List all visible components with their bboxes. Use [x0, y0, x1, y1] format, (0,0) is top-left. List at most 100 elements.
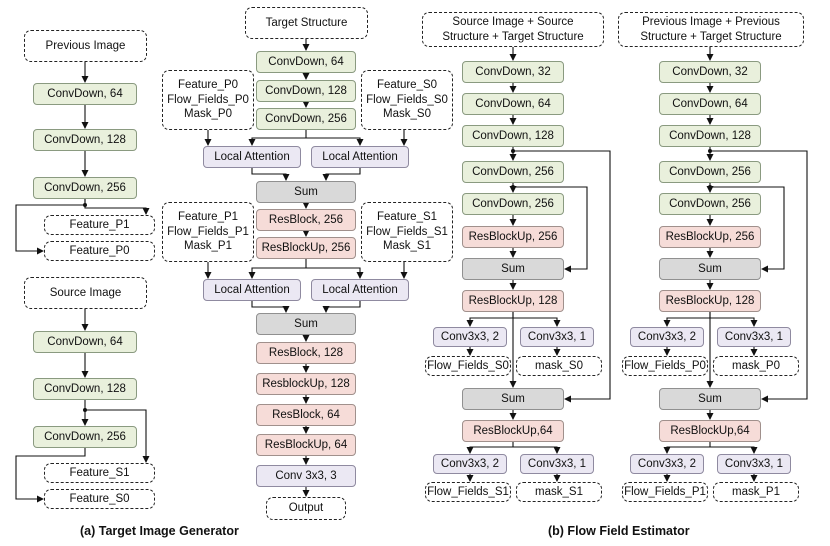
src-net-mask-s1: mask_S1	[516, 482, 602, 502]
prev-net-resblockup-256: ResBlockUp, 256	[659, 226, 761, 248]
resblockup-128: ResblockUp, 128	[256, 373, 356, 395]
prev-net-arrow-to-flow1	[663, 312, 711, 327]
previous-image-input: Previous Image	[24, 30, 147, 62]
sum-2: Sum	[256, 313, 356, 335]
arrow-attn2-l-sum	[251, 301, 290, 313]
prev-net-mask-p1: mask_P1	[713, 482, 799, 502]
prev-net-arrow-to-mask1	[710, 317, 758, 327]
prev-convdown-64: ConvDown, 64	[33, 83, 137, 105]
feature-p1-label: Feature_P1	[177, 210, 239, 223]
src-net-arrow-to-flow2	[466, 442, 514, 454]
inputs-p1-group: Feature_P1 Flow_Fields_P1 Mask_P1	[162, 202, 254, 262]
feature-s1-label: Feature_S1	[376, 210, 438, 223]
prev-net-sum-2: Sum	[659, 388, 761, 410]
local-attention-2-right: Local Attention	[311, 279, 409, 301]
src-convdown-128: ConvDown, 128	[33, 378, 137, 400]
previous-net-input: Previous Image + Previous Structure + Ta…	[618, 12, 804, 47]
src-net-convdown-64: ConvDown, 64	[462, 93, 564, 115]
resblockup-64: ResBlockUp, 64	[256, 434, 356, 456]
src-net-convdown-256a: ConvDown, 256	[462, 161, 564, 183]
arrow-attn2-r-sum	[322, 301, 361, 313]
prev-convdown-256: ConvDown, 256	[33, 177, 137, 199]
prev-net-convdown-256a: ConvDown, 256	[659, 161, 761, 183]
prev-net-convdown-32: ConvDown, 32	[659, 61, 761, 83]
src-net-arrow-to-mask2	[513, 446, 561, 454]
prev-net-mask-p0: mask_P0	[713, 356, 799, 376]
estimator-caption: (b) Flow Field Estimator	[548, 524, 690, 538]
src-net-sum-2: Sum	[462, 388, 564, 410]
prev-net-flow-fields-p1: Flow_Fields_P1	[622, 482, 708, 502]
src-convdown-256: ConvDown, 256	[33, 426, 137, 448]
arrow-src-s1	[85, 409, 150, 463]
feature-s0-label: Feature_S0	[376, 78, 438, 91]
prev-net-skip-256	[710, 186, 785, 273]
src-net-skip-256	[513, 186, 588, 273]
flow-fields-p0-label: Flow_Fields_P0	[167, 93, 249, 106]
src-net-flow-conv-2: Conv3x3, 2	[433, 454, 507, 474]
mask-p0-label: Mask_P0	[184, 108, 232, 121]
inputs-s0-group: Feature_S0 Flow_Fields_S0 Mask_S0	[361, 70, 453, 130]
junction-prev	[83, 203, 87, 207]
main-convdown-256: ConvDown, 256	[256, 108, 356, 130]
src-net-sum-1: Sum	[462, 258, 564, 280]
prev-net-arrow-to-flow2	[663, 442, 711, 454]
feature-p0-output: Feature_P0	[44, 241, 155, 261]
conv-3x3-output: Conv 3x3, 3	[256, 465, 356, 487]
arrow-main-256-l	[248, 130, 307, 146]
prev-net-resblockup-128: ResBlockUp, 128	[659, 290, 761, 312]
src-net-resblockup-128: ResBlockUp, 128	[462, 290, 564, 312]
src-net-convdown-256b: ConvDown, 256	[462, 193, 564, 215]
src-net-skip-128	[513, 150, 611, 403]
mask-s1-label: Mask_S1	[383, 240, 431, 253]
main-convdown-64: ConvDown, 64	[256, 51, 356, 73]
prev-net-convdown-256b: ConvDown, 256	[659, 193, 761, 215]
arrow-resup-r	[306, 267, 364, 279]
mask-s0-label: Mask_S0	[383, 108, 431, 121]
arrow-resup-l	[248, 259, 307, 279]
arrow-attn1-l-sum	[251, 168, 290, 181]
prev-net-mask-conv-2: Conv3x3, 1	[717, 454, 791, 474]
prev-net-convdown-64: ConvDown, 64	[659, 93, 761, 115]
src-net-arrow-to-mask1	[513, 317, 561, 327]
prev-net-arrow-to-mask2	[710, 446, 758, 454]
prev-net-sum-1: Sum	[659, 258, 761, 280]
arrow-src-s0	[15, 448, 86, 503]
prev-net-resblockup-64: ResBlockUp,64	[659, 420, 761, 442]
src-net-mask-conv-2: Conv3x3, 1	[520, 454, 594, 474]
prev-net-junction-128	[708, 149, 712, 153]
prev-net-flow-conv-1: Conv3x3, 2	[630, 327, 704, 347]
src-net-convdown-128: ConvDown, 128	[462, 125, 564, 147]
resblock-64: ResBlock, 64	[256, 404, 356, 426]
prev-net-mask-conv-1: Conv3x3, 1	[717, 327, 791, 347]
generator-caption: (a) Target Image Generator	[80, 524, 239, 538]
source-net-input: Source Image + Source Structure + Target…	[422, 12, 604, 47]
target-structure-input: Target Structure	[245, 7, 368, 39]
feature-p0-label: Feature_P0	[177, 78, 239, 91]
feature-s1-output: Feature_S1	[44, 463, 155, 483]
src-net-mask-s0: mask_S0	[516, 356, 602, 376]
src-net-resblockup-64: ResBlockUp,64	[462, 420, 564, 442]
flow-fields-s1-label: Flow_Fields_S1	[366, 225, 448, 238]
src-net-mask-conv-1: Conv3x3, 1	[520, 327, 594, 347]
inputs-p0-group: Feature_P0 Flow_Fields_P0 Mask_P0	[162, 70, 254, 130]
prev-net-junction-256	[708, 185, 712, 189]
local-attention-1-right: Local Attention	[311, 146, 409, 168]
src-net-arrow-to-flow1	[466, 312, 514, 327]
arrow-main-256-r	[306, 137, 364, 146]
flow-fields-s0-label: Flow_Fields_S0	[366, 93, 448, 106]
resblockup-256: ResBlockUp, 256	[256, 237, 356, 259]
src-net-junction-128	[511, 149, 515, 153]
arrow-prev-p1	[84, 199, 150, 215]
src-net-resblockup-256: ResBlockUp, 256	[462, 226, 564, 248]
src-net-convdown-32: ConvDown, 32	[462, 61, 564, 83]
prev-net-skip-128	[710, 150, 808, 403]
feature-s0-output: Feature_S0	[44, 489, 155, 509]
src-convdown-64: ConvDown, 64	[33, 331, 137, 353]
arrow-attn1-r-sum	[322, 168, 361, 181]
sum-1: Sum	[256, 181, 356, 203]
src-net-flow-fields-s0: Flow_Fields_S0	[425, 356, 511, 376]
output-node: Output	[266, 497, 346, 520]
resblock-128: ResBlock, 128	[256, 342, 356, 364]
